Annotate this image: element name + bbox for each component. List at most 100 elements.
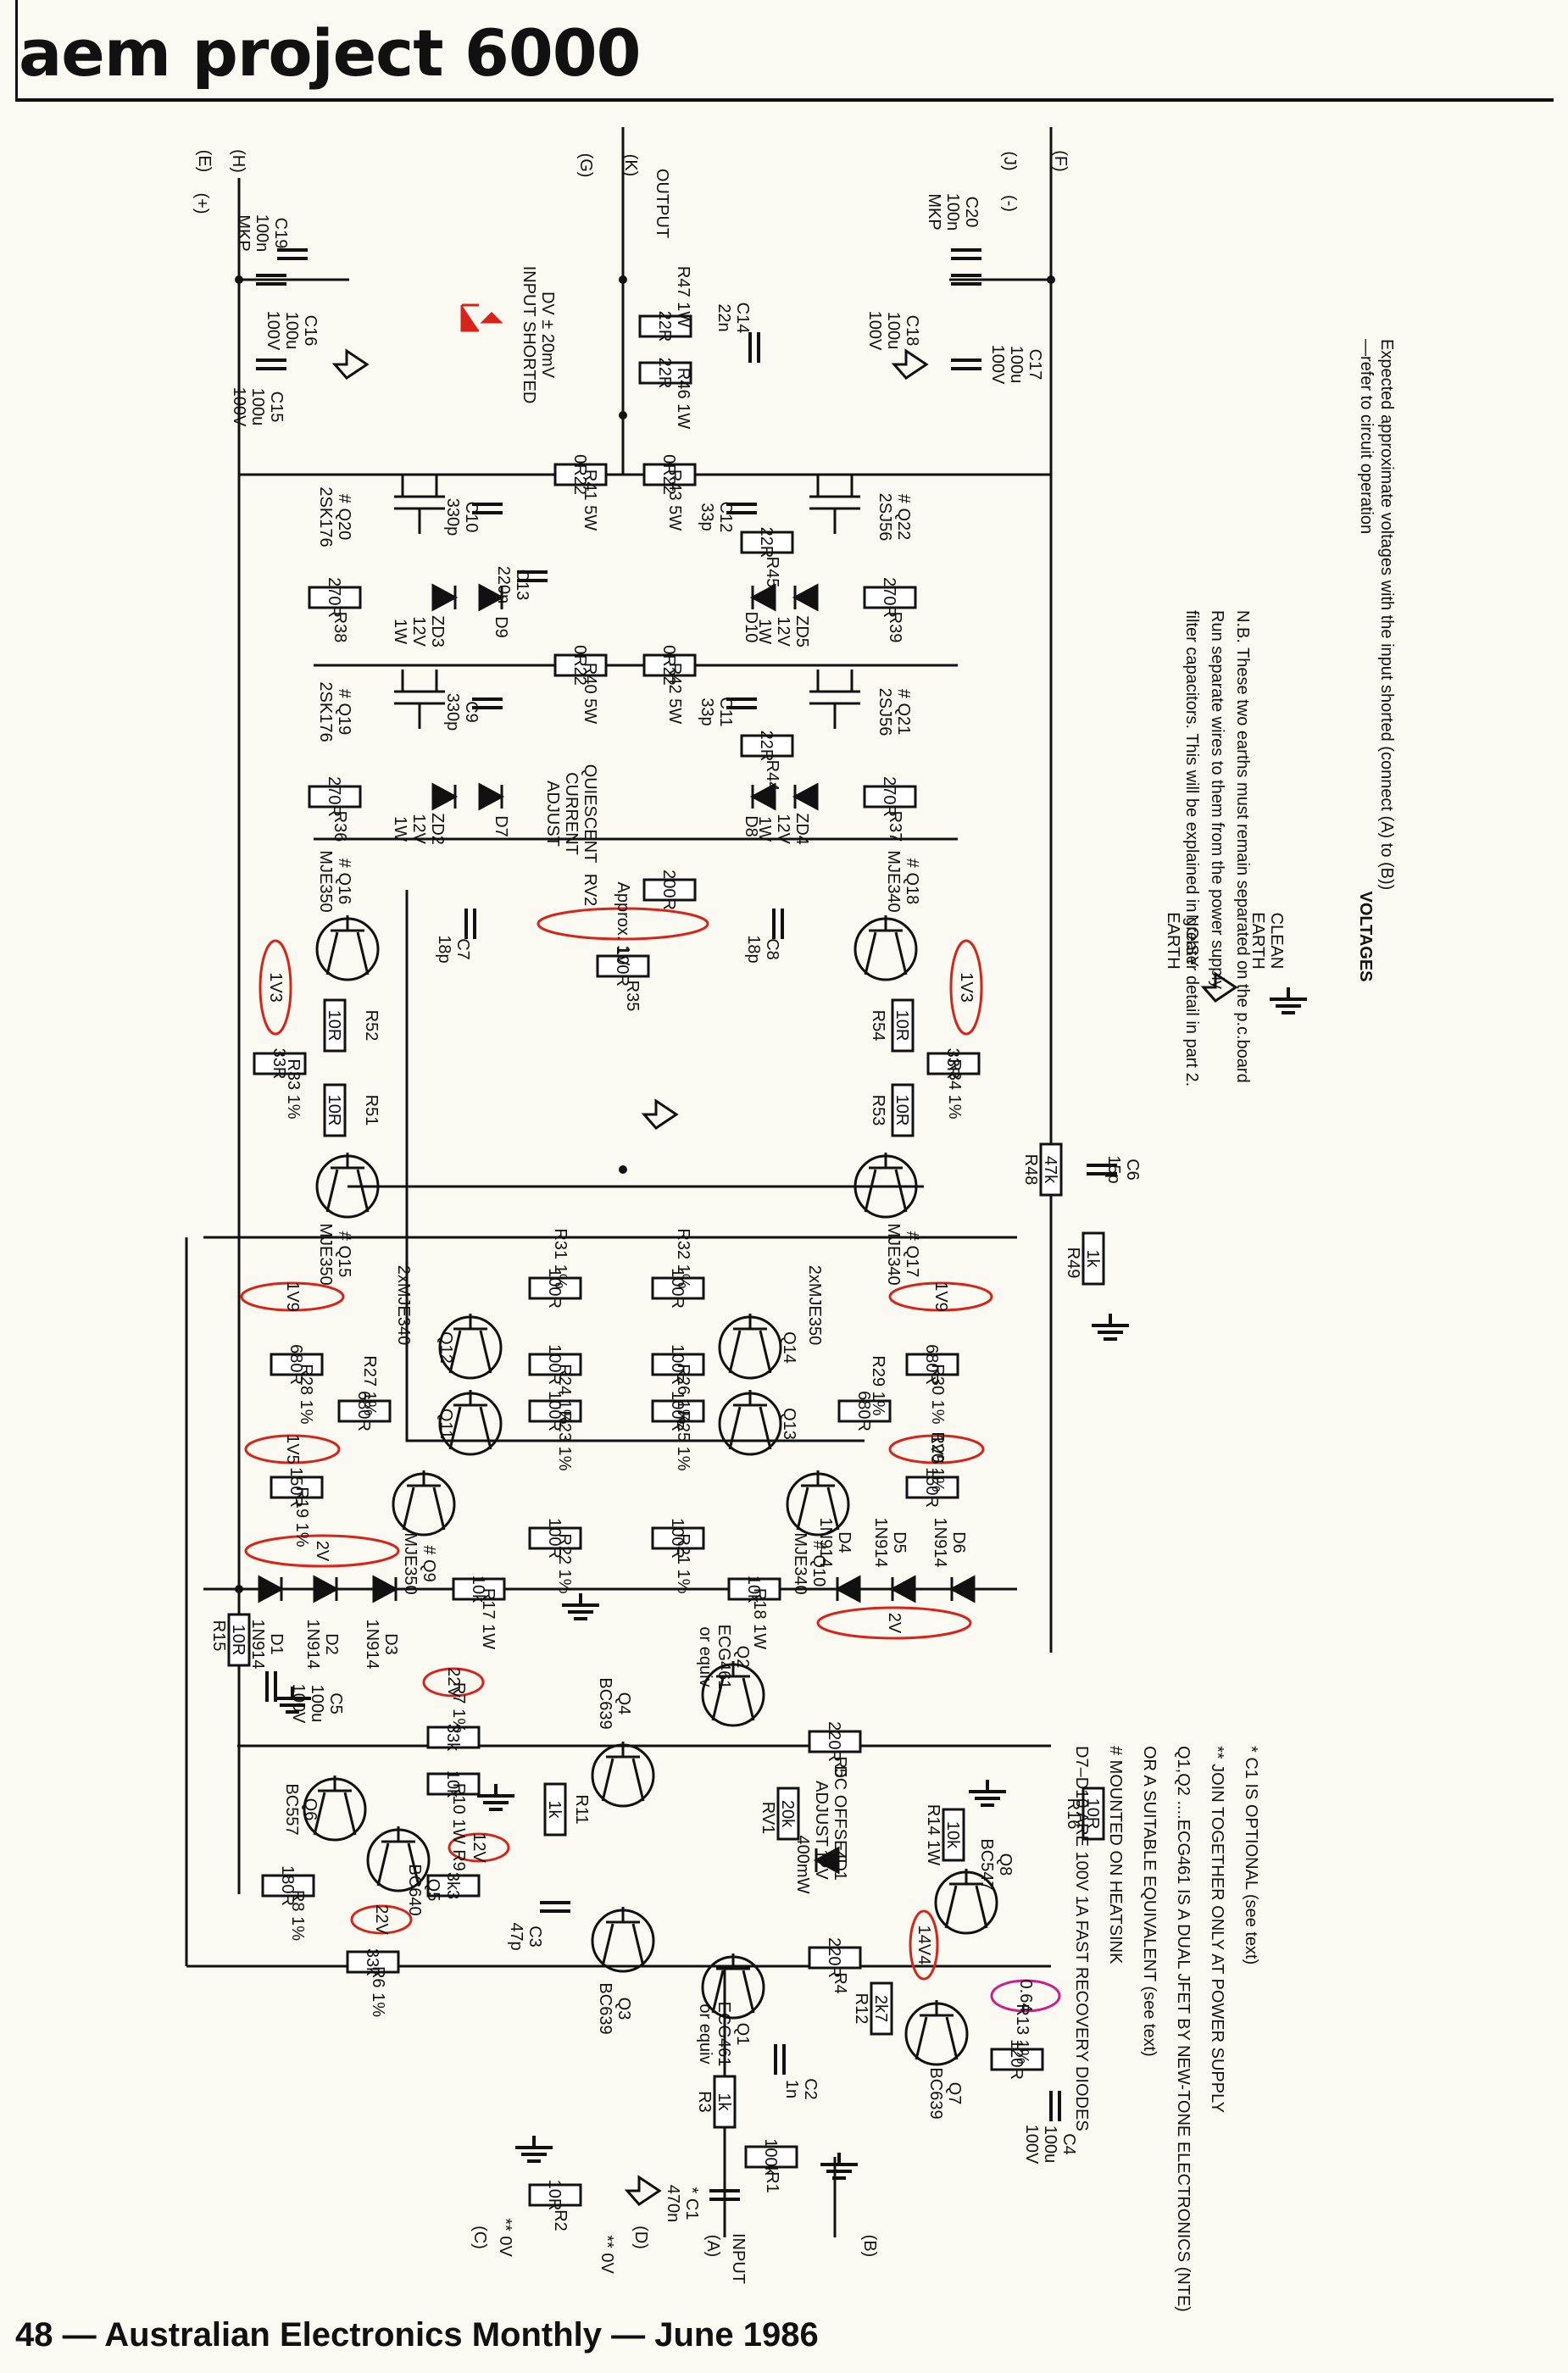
v-2v-left-line: 2V: [313, 1541, 331, 1562]
q7-label-line: Q7: [945, 2082, 964, 2105]
r49-resistor-value: 1k: [1083, 1249, 1102, 1268]
clean-earth-label-line: CLEAN: [1267, 913, 1286, 970]
r20-resistor-designator: R20 1%: [928, 1431, 947, 1492]
junction-dot: [235, 1585, 243, 1593]
d1-diode: [258, 1575, 285, 1603]
zd3-label-line: 1W: [391, 619, 409, 644]
d5-diode: [889, 1575, 916, 1603]
v-1v3-left: 1V3: [266, 972, 285, 1003]
r16-resistor-value: 10R: [1083, 1798, 1102, 1830]
r9-resistor-value: 3k3: [443, 1872, 462, 1899]
r28-resistor-value-text: 680R: [286, 1344, 305, 1385]
terminal-k: (K): [621, 154, 640, 177]
q1-jfet-leads: [711, 1953, 755, 2014]
r42-resistor-designator: R42 5W: [665, 663, 684, 724]
r1-resistor-designator-text: R1: [763, 2171, 781, 2193]
terminal-j-line: (J): [1000, 151, 1019, 170]
q11-transistor-leads: [448, 1390, 492, 1450]
v-1v5-left-marker: [244, 1434, 341, 1464]
d6-diode: [948, 1575, 976, 1603]
output-label: OUTPUT: [653, 169, 671, 238]
q16-label-line: # Q16: [335, 859, 353, 904]
r38-resistor-designator-text: R38: [331, 612, 349, 643]
d7-diode: [478, 782, 505, 811]
c3-label-line: C3: [525, 1926, 544, 1948]
c12-capacitor: [726, 503, 757, 514]
c10-capacitor: [472, 503, 503, 514]
zero-v-d: ** 0V: [598, 2235, 616, 2274]
dc-offset-label-line: ADJUST: [812, 1781, 831, 1847]
voltages-note-line: —refer to circuit operation: [1357, 339, 1376, 534]
c19-label-line: MKP: [234, 214, 253, 251]
q20-label-line: # Q20: [335, 494, 353, 540]
r47-resistor-value-text: 22R: [655, 311, 674, 342]
r6-resistor-value-text: 33k: [363, 1948, 381, 1976]
r7-resistor-designator-text: R7 1%: [449, 1682, 468, 1733]
c15-label-line: C15: [267, 392, 286, 423]
terminal-minus-line: (-): [1000, 195, 1019, 212]
r41-resistor: [553, 463, 608, 486]
r48-resistor: [1039, 1142, 1063, 1197]
q14-label: Q14: [780, 1331, 798, 1364]
r39-resistor-value-text: 270R: [880, 577, 898, 618]
r47-resistor-value: 22R: [655, 311, 674, 342]
r31-resistor-value-text: 100R: [545, 1268, 564, 1309]
c7-label-line: 18p: [435, 935, 453, 963]
r54-resistor-value: 10R: [892, 1010, 911, 1042]
terminal-e: (E): [195, 150, 214, 173]
r44-resistor: [740, 734, 794, 758]
r40-resistor-designator-text: R40 5W: [581, 663, 599, 724]
clean-earth-label-line: EARTH: [1248, 912, 1267, 969]
noisy-earth-label-line: NOISY: [1182, 914, 1201, 967]
q21-label-line: 2SJ56: [876, 688, 894, 736]
page-title: aem project 6000: [19, 15, 642, 91]
q2-jfet-leads: [711, 1661, 755, 1721]
dv-note-line: INPUT SHORTED: [520, 266, 538, 404]
r1-resistor-value-text: 100k: [761, 2138, 780, 2176]
r29-resistor-designator: R29 1%: [869, 1355, 887, 1415]
r28-resistor-designator: R28 1%: [297, 1364, 315, 1424]
q2-label-line: ECG461: [714, 1625, 733, 1690]
r14-resistor-designator: R14 1W: [924, 1804, 942, 1865]
d4-label-line: 1N914: [816, 1518, 835, 1568]
r15-resistor-value: 10R: [229, 1625, 247, 1656]
zd4-label-line: 1W: [755, 816, 774, 842]
footnotes-line: OR A SUITABLE EQUIVALENT (see text): [1140, 1746, 1159, 2057]
nb-note: N.B. These two earths must remain separa…: [1182, 610, 1252, 1086]
v-14v4-marker: [909, 1909, 939, 1981]
c20-label-line: C20: [962, 197, 981, 228]
nb-note-line: filter capacitors. This will be explaine…: [1182, 610, 1201, 1086]
r15-resistor-value-text: 10R: [229, 1625, 247, 1656]
r14-resistor-value-text: 10k: [943, 1821, 962, 1849]
r1-resistor: [744, 2145, 798, 2169]
r27-resistor-designator: R27 1%: [360, 1355, 379, 1415]
d9-diode: [478, 583, 505, 612]
q17-transistor-leads: [864, 1153, 908, 1213]
dv-earth-marker: [460, 303, 503, 332]
r47-resistor-designator-text: R47 1W: [674, 266, 692, 327]
r53-resistor-designator-text: R53: [869, 1095, 887, 1126]
q21-mosfet: [809, 670, 860, 729]
d5-label-line: D5: [890, 1531, 909, 1553]
r35-resistor: [596, 954, 650, 978]
r8-resistor: [261, 1874, 315, 1898]
c8-capacitor: [772, 909, 784, 939]
r52-resistor-value-text: 10R: [325, 1010, 343, 1042]
q10-label-line: # Q10: [809, 1541, 828, 1587]
c2-label-line: 1n: [782, 2080, 801, 2098]
r31-resistor-value: 100R: [545, 1268, 564, 1309]
q18-label-line: MJE340: [884, 850, 903, 912]
q19-mosfet: [394, 670, 445, 729]
r3-resistor-value: 1k: [714, 2092, 733, 2111]
r7-resistor: [426, 1726, 481, 1749]
r8-resistor-designator-text: R8 1%: [288, 1890, 307, 1941]
r5-resistor: [808, 1730, 862, 1753]
